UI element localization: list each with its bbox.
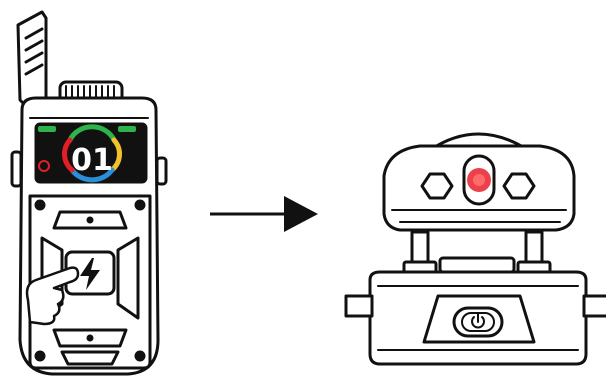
- side-button-right: [157, 158, 166, 184]
- red-indicator-light: [464, 156, 494, 204]
- antenna: [18, 12, 46, 104]
- side-button-left: [12, 152, 21, 186]
- handheld-radio: 01: [12, 12, 166, 374]
- mount-posts: [404, 232, 550, 274]
- power-button: [454, 308, 502, 336]
- right-arrow: [210, 196, 318, 232]
- hex-bolt-right: [504, 174, 534, 198]
- screen-digits: 01: [71, 143, 113, 178]
- clip-on-unit: [346, 134, 606, 364]
- display-screen: 01: [36, 124, 146, 182]
- hex-bolt-left: [422, 174, 452, 198]
